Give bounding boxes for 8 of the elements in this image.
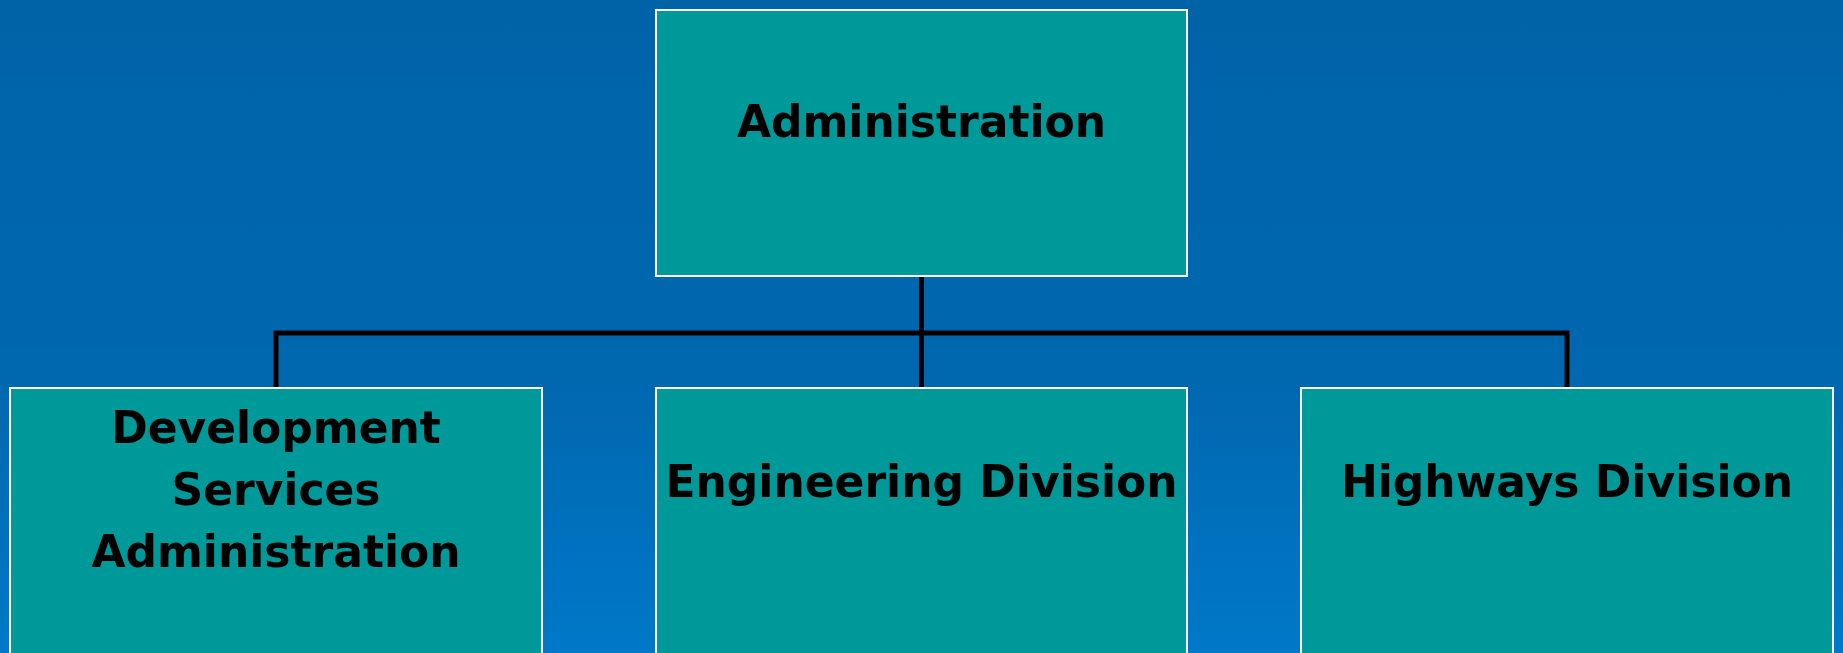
org-box bbox=[655, 387, 1188, 653]
box-title: Development Services Administration bbox=[90, 401, 462, 579]
box-title: Administration bbox=[736, 95, 1107, 149]
org-box bbox=[1300, 387, 1834, 653]
org-box bbox=[9, 387, 543, 653]
box-title: Engineering Division bbox=[665, 455, 1178, 509]
org-box bbox=[655, 9, 1188, 277]
box-title: Highways Division bbox=[1340, 455, 1794, 509]
